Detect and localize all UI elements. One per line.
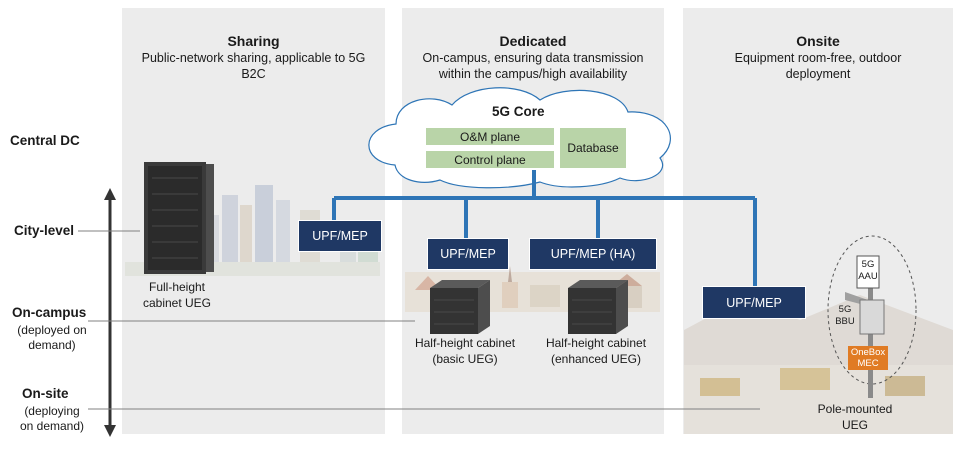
onsite-scenery-image [684,295,953,434]
onebox-label-line1: OneBox [850,347,886,358]
half-height-cabinet-basic-icon [430,280,490,334]
sharing-subtitle-line1: Public-network sharing, applicable to 5G [141,51,366,65]
onsite-subtitle-line1: Equipment room-free, outdoor [734,51,902,65]
half-enhanced-caption-line1: Half-height cabinet [545,336,647,350]
onsite-subtitle-line2: deployment [785,67,851,81]
full-height-caption-line2: cabinet UEG [142,296,212,310]
onsite-title: Onsite [796,33,840,49]
level-campus-sub-line2: demand) [28,338,76,352]
database-box: Database [560,128,626,168]
level-arrow [104,188,116,437]
level-central-dc: Central DC [10,133,80,148]
aau-label-line1: 5G [861,259,875,270]
core-title: 5G Core [492,104,545,119]
bbu-label-line1: 5G [838,304,852,315]
dedicated-panel [402,8,664,434]
pole-mounted-ueg-icon [827,235,917,398]
upf-mep-onsite-box: UPF/MEP [702,286,806,319]
network-links [332,170,757,288]
upf-mep-basic-box: UPF/MEP [427,238,509,270]
dedicated-title: Dedicated [499,33,567,49]
level-site-sub-line1: (deploying [24,404,80,418]
half-basic-caption-line2: (basic UEG) [432,352,498,366]
pole-caption-line2: UEG [841,418,868,432]
dedicated-subtitle-line2: within the campus/high availability [438,67,628,81]
full-height-caption-line1: Full-height [148,280,206,294]
om-plane-box: O&M plane [426,128,554,145]
pole-caption-line1: Pole-mounted [817,402,893,416]
onebox-label-line2: MEC [857,358,879,369]
aau-label-line2: AAU [858,271,878,282]
level-campus: On-campus [12,305,87,320]
half-enhanced-caption-line2: (enhanced UEG) [550,352,642,366]
level-city: City-level [14,223,75,238]
full-height-cabinet-icon [144,162,214,274]
half-basic-caption-line1: Half-height cabinet [414,336,516,350]
dedicated-subtitle-line1: On-campus, ensuring data transmission [422,51,644,65]
sharing-subtitle-line2: B2C [241,67,266,81]
level-campus-sub-line1: (deployed on [17,323,87,337]
level-leader-lines [78,230,760,410]
upf-mep-ha-box: UPF/MEP (HA) [529,238,657,270]
bbu-label-line2: BBU [835,316,855,327]
sharing-title: Sharing [227,33,280,49]
half-height-cabinet-enhanced-icon [568,280,628,334]
control-plane-box: Control plane [426,151,554,168]
level-site-sub-line2: on demand) [19,419,85,433]
upf-mep-city-box: UPF/MEP [298,220,382,252]
level-site: On-site [22,386,69,401]
